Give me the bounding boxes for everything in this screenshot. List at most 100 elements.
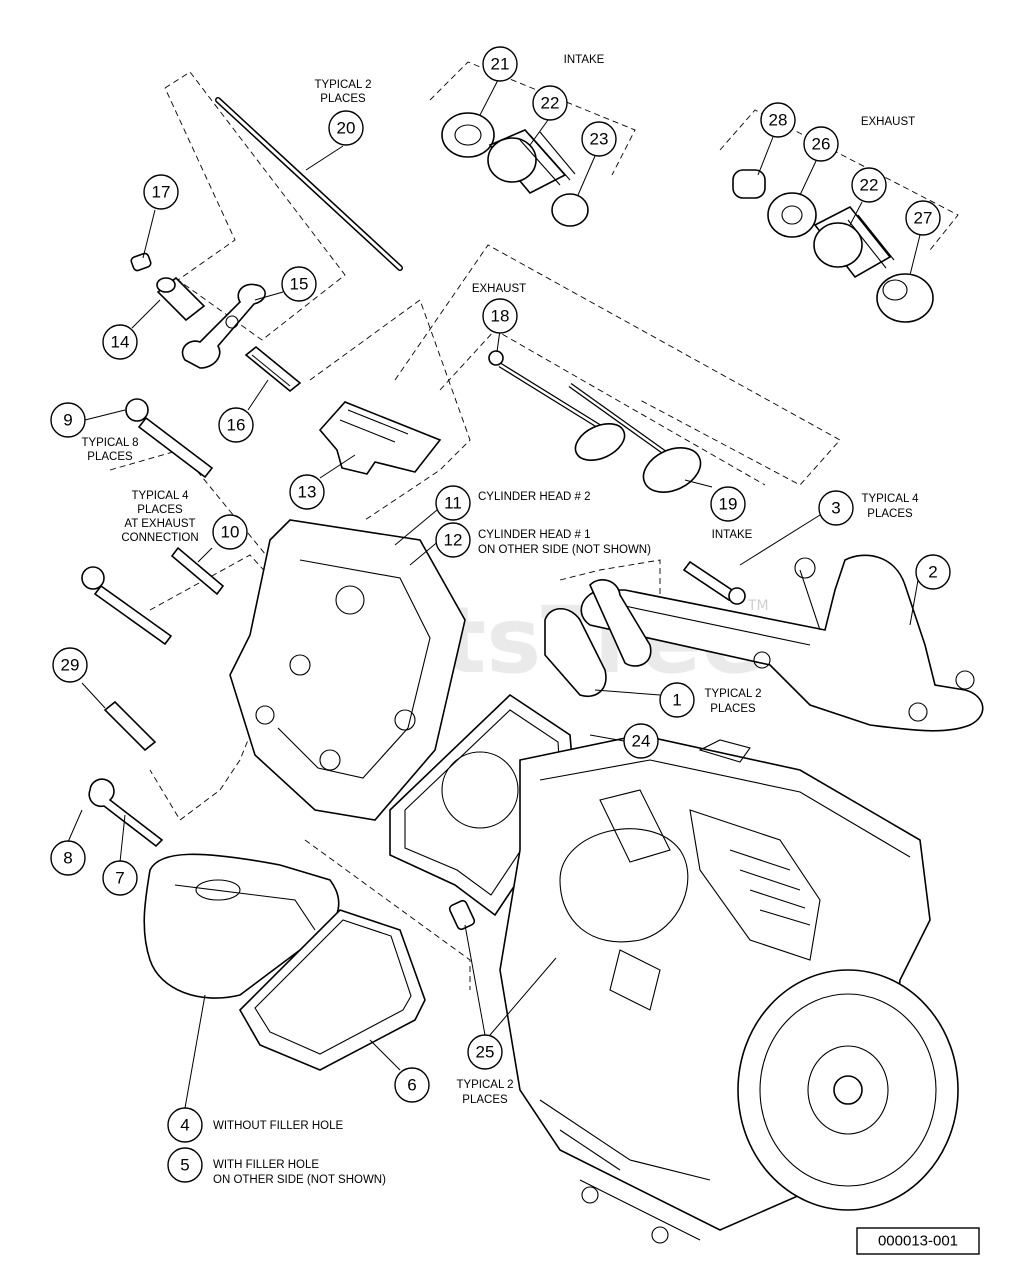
callout-18: 18 [482,298,518,334]
cylinder-head-part [229,519,466,821]
svg-text:11: 11 [444,494,462,513]
callout-3: 3 [818,490,854,526]
manifold-bolt-part [682,560,746,605]
engine-block-part [499,734,959,1244]
note-cylinder-head-2: CYLINDER HEAD # 2 [478,491,590,503]
svg-text:3: 3 [831,499,840,518]
spark-plug-part [88,700,164,848]
callout-22-exhaust: 22 [851,167,887,203]
svg-text:8: 8 [63,849,72,868]
callout-19: 19 [710,486,746,522]
callout-bubbles: 1 2 3 4 5 6 7 8 9 10 11 12 13 14 15 16 1… [50,46,951,1183]
callout-2: 2 [915,554,951,590]
intake-spring-set [441,112,589,227]
svg-text:24: 24 [632,732,651,751]
svg-text:23: 23 [590,130,609,149]
callout-12: 12 [435,522,471,558]
callout-23: 23 [581,121,617,157]
svg-text:29: 29 [61,656,80,675]
callout-13: 13 [289,474,325,510]
callout-14: 14 [102,324,138,360]
svg-text:14: 14 [111,333,130,352]
note-cylinder-head-1-line1: CYLINDER HEAD # 1 [478,529,590,541]
svg-text:9: 9 [63,411,72,430]
head-bolts [81,398,225,646]
watermark-tm: TM [747,598,769,614]
note-typical2-20-line1: TYPICAL 2 [314,79,371,91]
callout-10: 10 [212,514,248,550]
note-typical4-10-line1: TYPICAL 4 [131,490,189,502]
svg-text:28: 28 [769,111,788,130]
note-exhaust-18: EXHAUST [472,283,526,295]
svg-text:7: 7 [115,869,124,888]
callout-11: 11 [435,485,471,521]
note-typical2-20-line2: PLACES [320,93,366,105]
exhaust-gasket-part [544,579,652,697]
note-typical2-1-line2: PLACES [710,703,756,715]
note-typical4-3-line2: PLACES [867,508,913,520]
callout-8: 8 [50,840,86,876]
callout-9: 9 [50,402,86,438]
note-intake-top: INTAKE [564,54,605,66]
valves-part [488,350,702,493]
svg-text:12: 12 [444,531,463,550]
svg-text:1: 1 [672,691,681,710]
svg-text:22: 22 [860,176,879,195]
svg-text:10: 10 [221,523,240,542]
svg-text:27: 27 [914,209,933,228]
svg-text:19: 19 [719,495,738,514]
svg-text:5: 5 [180,1156,189,1175]
svg-text:22: 22 [541,94,560,113]
svg-text:2: 2 [928,563,937,582]
callout-27: 27 [905,200,941,236]
note-typical4-3-line1: TYPICAL 4 [861,493,919,505]
svg-text:17: 17 [152,183,171,202]
rocker-assembly [130,252,302,393]
callout-20: 20 [328,110,364,146]
callout-4: 4 [167,1107,203,1143]
callout-1: 1 [659,682,695,718]
note-cylinder-head-1-line2: ON OTHER SIDE (NOT SHOWN) [478,544,651,556]
note-typical2-25-line1: TYPICAL 2 [456,1079,513,1091]
callout-21: 21 [482,46,518,82]
callout-6: 6 [394,1067,430,1103]
leader-lines [67,79,921,1109]
note-typical8-line1: TYPICAL 8 [81,437,138,449]
callout-7: 7 [102,860,138,896]
note-typical4-10-line4: CONNECTION [121,532,198,544]
exhaust-spring-set [732,169,934,323]
figure-code-box: 000013-001 [856,1227,980,1255]
callout-25: 25 [467,1034,503,1070]
svg-text:20: 20 [337,119,356,138]
svg-text:18: 18 [491,307,510,326]
callout-15: 15 [281,266,317,302]
note-exhaust-top: EXHAUST [861,116,915,128]
exhaust-manifold-part [580,554,984,732]
svg-text:26: 26 [812,135,831,154]
note-typical2-25-line2: PLACES [462,1094,508,1106]
svg-text:25: 25 [476,1043,495,1062]
callout-28: 28 [760,102,796,138]
callout-24: 24 [623,723,659,759]
note-intake-19: INTAKE [712,529,753,541]
note-without-filler-hole: WITHOUT FILLER HOLE [213,1120,343,1132]
note-typical4-10-line2: PLACES [137,504,183,516]
callout-5: 5 [167,1147,203,1183]
note-typical8-line2: PLACES [87,451,133,463]
callout-17: 17 [143,174,179,210]
svg-text:15: 15 [290,275,309,294]
cover-gasket-part [239,909,426,1071]
svg-text:13: 13 [298,483,317,502]
figure-code: 000013-001 [878,1233,958,1250]
note-with-filler-hole-line1: WITH FILLER HOLE [213,1159,319,1171]
annotation-notes: INTAKE EXHAUST TYPICAL 2 PLACES EXHAUST … [81,54,919,1186]
callout-29: 29 [52,647,88,683]
svg-text:16: 16 [227,416,246,435]
note-typical2-1-line1: TYPICAL 2 [704,688,761,700]
callout-16: 16 [218,407,254,443]
callout-22-intake: 22 [532,85,568,121]
svg-text:6: 6 [407,1076,416,1095]
svg-text:21: 21 [491,55,510,74]
